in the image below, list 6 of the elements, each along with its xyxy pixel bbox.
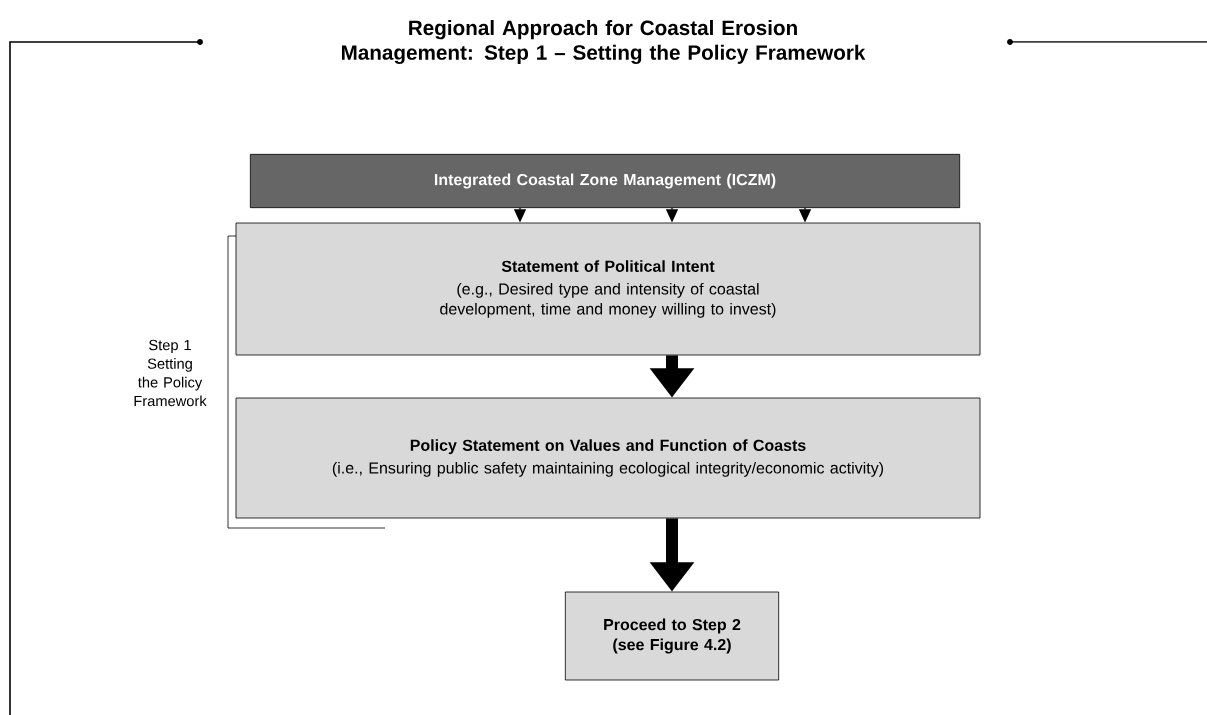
process-box: Proceed to Step 2 (see Figure 4.2) — [564, 591, 780, 681]
process-box: Statement of Political Intent (e.g., Desired type and intensity of coastal development, time and money willing to invest) — [235, 222, 981, 356]
title: Regional Approach for Coastal Erosion Management: Step 1 – Setting the Policy Framework — [341, 20, 866, 64]
process-box: Policy Statement on Values and Function of Coasts (i.e., Ensuring public safety maintaining ecological integrity/economic activity) — [235, 397, 981, 519]
process-box: Integrated Coastal Zone Management (ICZM) — [249, 153, 961, 209]
side-label: Step 1 Setting the Policy Framework — [134, 339, 207, 407]
